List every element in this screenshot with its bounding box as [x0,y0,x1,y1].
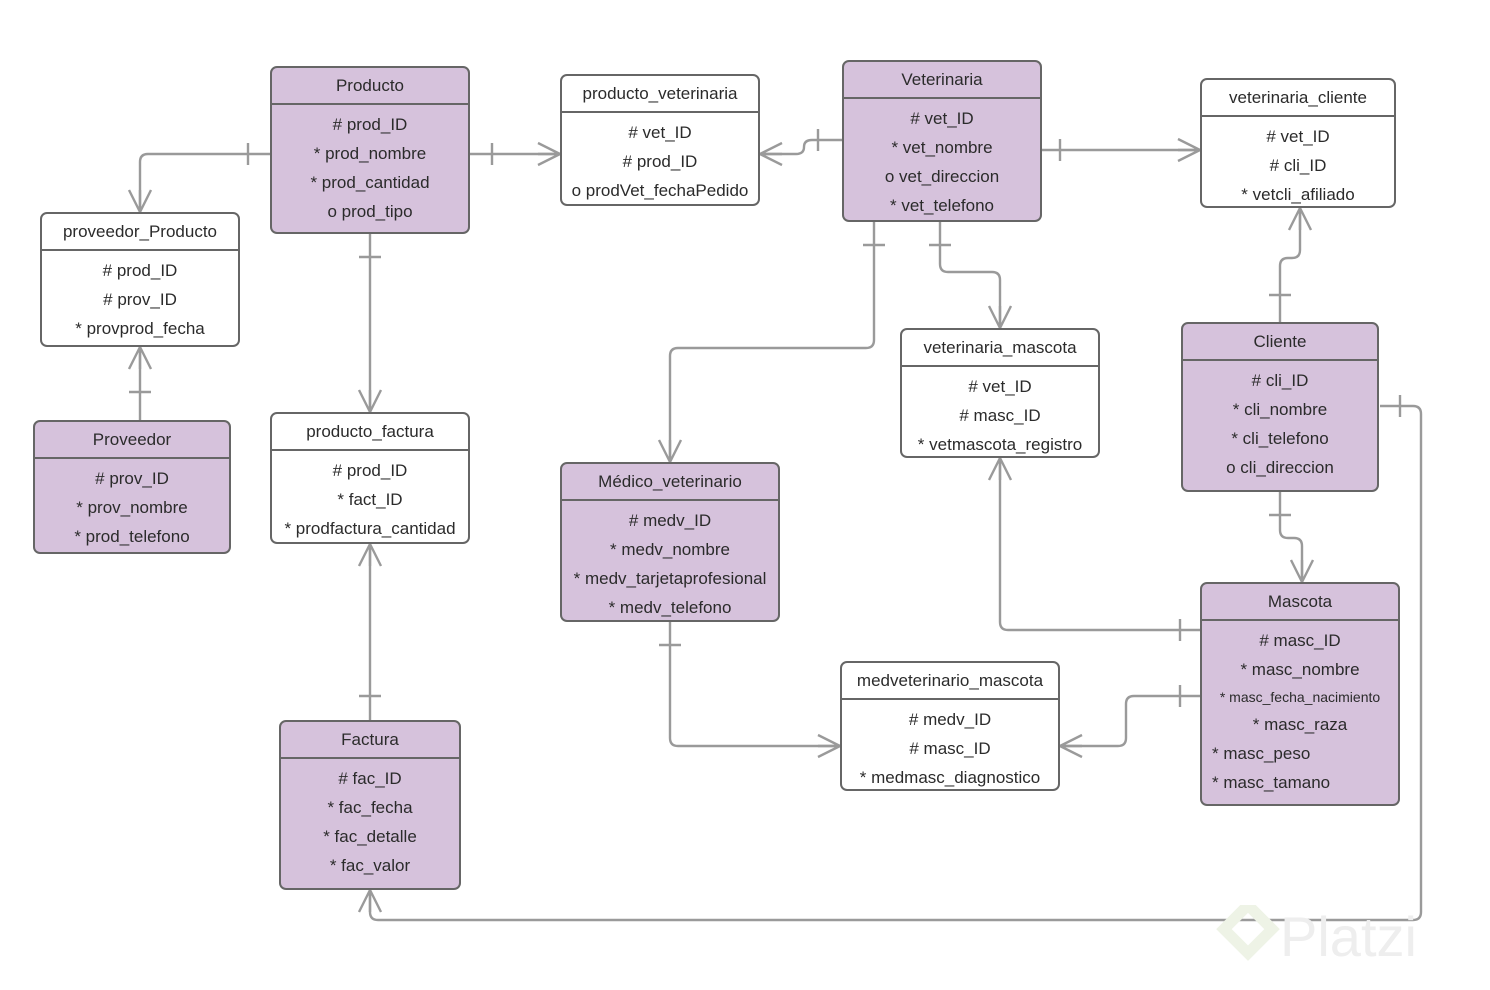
entity-title: Veterinaria [844,62,1040,100]
attribute-row: o cli_direccion [1226,458,1334,478]
attribute-row: * prodfactura_cantidad [284,519,456,539]
link-medveterinariomascota-mascota [1060,694,1200,748]
entity-veterinaria[interactable]: Veterinaria # vet_ID * vet_nombre o vet_… [842,60,1042,222]
entity-title: Mascota [1202,584,1398,622]
attribute-row: * prov_nombre [76,498,188,518]
entity-producto-factura[interactable]: producto_factura # prod_ID * fact_ID * p… [270,412,470,544]
attribute-row: # prod_ID [622,152,698,172]
entity-attributes: # prod_ID * prod_nombre * prod_cantidad … [272,105,468,232]
attribute-row: * medv_tarjetaprofesional [573,569,767,589]
entity-attributes: # medv_ID # masc_ID * medmasc_diagnostic… [842,700,1058,789]
entity-title: producto_veterinaria [562,76,758,114]
entity-title: medveterinario_mascota [842,663,1058,701]
attribute-row: # masc_ID [959,406,1041,426]
link-producto-proveedorproducto [138,152,270,212]
attribute-row: # prod_ID [332,461,408,481]
attribute-row: o vet_direccion [884,167,1000,187]
entity-attributes: # cli_ID * cli_nombre * cli_telefono o c… [1183,361,1377,489]
attribute-row: * fac_detalle [323,827,417,847]
attribute-row: * medv_telefono [608,598,732,618]
attribute-row: * prod_nombre [313,144,427,164]
platzi-watermark: Platzi [1216,897,1484,973]
attribute-row: * vet_nombre [891,138,993,158]
entity-producto[interactable]: Producto # prod_ID * prod_nombre * prod_… [270,66,470,234]
attribute-row: * fac_valor [329,856,411,876]
attribute-row: * prod_cantidad [310,173,430,193]
entity-attributes: # vet_ID * vet_nombre o vet_direccion * … [844,99,1040,220]
attribute-row: # vet_ID [1266,127,1330,147]
entity-proveedor[interactable]: Proveedor # prov_ID * prov_nombre * prod… [33,420,231,554]
entity-title: proveedor_Producto [42,214,238,252]
entity-attributes: # fac_ID * fac_fecha * fac_detalle * fac… [281,759,459,887]
entity-attributes: # vet_ID # prod_ID o prodVet_fechaPedido [562,113,758,204]
attribute-row: # cli_ID [1269,156,1327,176]
attribute-row: * vetmascota_registro [917,435,1083,455]
attribute-row: * cli_nombre [1232,400,1328,420]
link-veterinaria-medicoveterinario [668,222,876,462]
entity-veterinaria-cliente[interactable]: veterinaria_cliente # vet_ID # cli_ID * … [1200,78,1396,208]
attribute-row: * masc_tamano [1212,773,1331,793]
attribute-row: * masc_raza [1252,715,1348,735]
attribute-row: * prod_telefono [74,527,190,547]
entity-mascota[interactable]: Mascota # masc_ID * masc_nombre * masc_f… [1200,582,1400,806]
attribute-row: # masc_ID [909,739,991,759]
entity-attributes: # prod_ID # prov_ID * provprod_fecha [42,251,238,345]
attribute-row: # prov_ID [95,469,169,489]
entity-veterinaria-mascota[interactable]: veterinaria_mascota # vet_ID # masc_ID *… [900,328,1100,458]
attribute-row: * masc_fecha_nacimiento [1219,689,1381,706]
platzi-wordmark: Platzi [1280,905,1417,968]
attribute-row: * cli_telefono [1231,429,1329,449]
entity-title: veterinaria_cliente [1202,80,1394,118]
attribute-row: # cli_ID [1251,371,1309,391]
link-veterinaria-veterinariamascota [938,222,1002,328]
attribute-row: o prod_tipo [327,202,413,222]
entity-producto-veterinaria[interactable]: producto_veterinaria # vet_ID # prod_ID … [560,74,760,206]
link-veterinariamascota-mascota [998,458,1200,632]
attribute-row: # vet_ID [910,109,974,129]
link-veterinariacliente-cliente [1278,208,1302,322]
attribute-row: * masc_nombre [1240,660,1360,680]
entity-title: Cliente [1183,324,1377,362]
attribute-row: # masc_ID [1259,631,1341,651]
entity-cliente[interactable]: Cliente # cli_ID * cli_nombre * cli_tele… [1181,322,1379,492]
link-productoveterinaria-veterinaria [760,138,842,156]
entity-title: Médico_veterinario [562,464,778,502]
entity-title: producto_factura [272,414,468,452]
attribute-row: # medv_ID [628,511,712,531]
entity-medveterinario-mascota[interactable]: medveterinario_mascota # medv_ID # masc_… [840,661,1060,791]
attribute-row: # prod_ID [332,115,408,135]
attribute-row: # vet_ID [968,377,1032,397]
link-medicoveterinario-medveterinariomascota [668,622,840,748]
attribute-row: * vet_telefono [890,196,994,216]
entity-medico-veterinario[interactable]: Médico_veterinario # medv_ID * medv_nomb… [560,462,780,622]
attribute-row: * masc_peso [1212,744,1311,764]
entity-title: Proveedor [35,422,229,460]
attribute-row: * medmasc_diagnostico [859,768,1041,788]
entity-attributes: # prod_ID * fact_ID * prodfactura_cantid… [272,451,468,542]
attribute-row: # medv_ID [908,710,992,730]
entity-attributes: # prov_ID * prov_nombre * prod_telefono [35,459,229,552]
entity-attributes: # medv_ID * medv_nombre * medv_tarjetapr… [562,501,778,620]
attribute-row: * medv_nombre [609,540,730,560]
entity-attributes: # vet_ID # masc_ID * vetmascota_registro [902,367,1098,456]
entity-attributes: # vet_ID # cli_ID * vetcli_afiliado [1202,117,1394,206]
link-cliente-mascota [1278,492,1304,582]
attribute-row: o prodVet_fechaPedido [571,181,749,201]
attribute-row: * provprod_fecha [75,319,205,339]
attribute-row: # fac_ID [338,769,402,789]
attribute-row: * vetcli_afiliado [1241,185,1355,205]
attribute-row: * fact_ID [337,490,403,510]
entity-title: Factura [281,722,459,760]
attribute-row: # prod_ID [102,261,178,281]
entity-attributes: # masc_ID * masc_nombre * masc_fecha_nac… [1202,621,1398,804]
attribute-row: # vet_ID [628,123,692,143]
platzi-logo-icon [1216,897,1280,961]
entity-factura[interactable]: Factura # fac_ID * fac_fecha * fac_detal… [279,720,461,890]
attribute-row: * fac_fecha [327,798,413,818]
attribute-row: # prov_ID [103,290,177,310]
entity-title: veterinaria_mascota [902,330,1098,368]
entity-title: Producto [272,68,468,106]
entity-proveedor-producto[interactable]: proveedor_Producto # prod_ID # prov_ID *… [40,212,240,347]
